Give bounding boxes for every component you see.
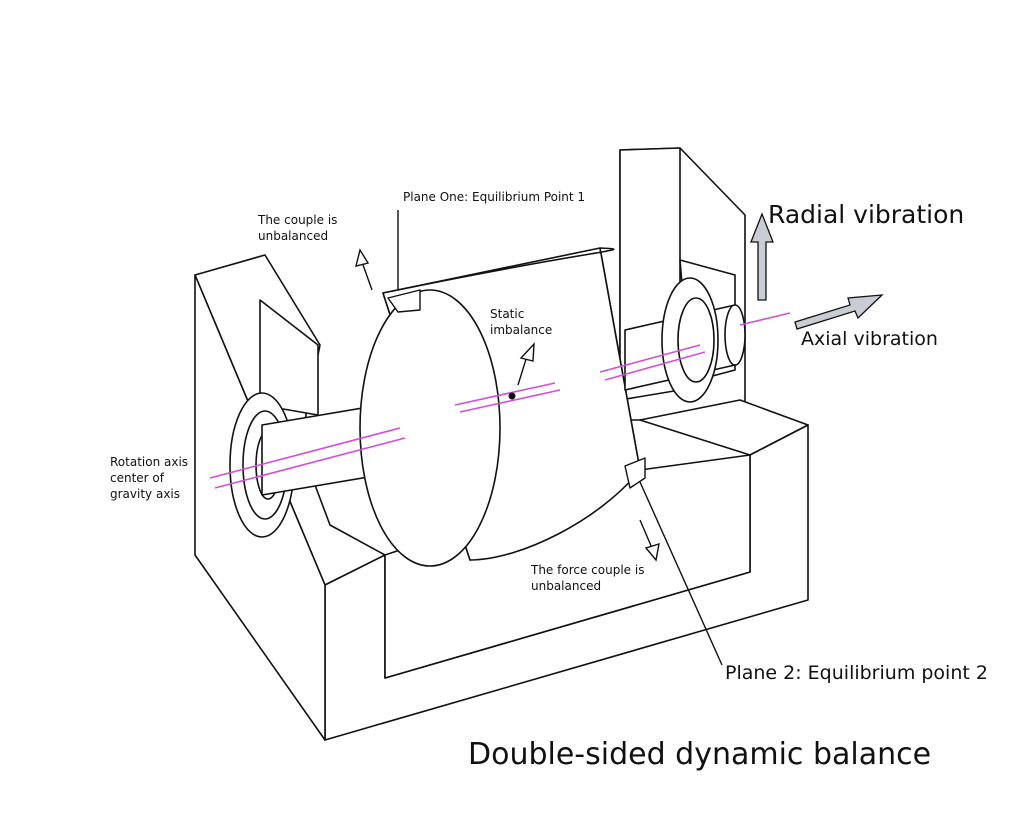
right-bearing <box>661 277 719 403</box>
plane-one-label: Plane One: Equilibrium Point 1 <box>403 190 586 204</box>
couple-unbalanced-label: The couple is unbalanced <box>258 213 338 244</box>
leader-lines <box>397 210 723 666</box>
radial-vibration-arrow <box>750 212 774 301</box>
axial-vibration-arrow <box>794 294 884 330</box>
static-imbalance-point <box>508 392 516 400</box>
force-couple-unbalanced-label: The force couple is unbalanced <box>531 563 645 594</box>
axial-vibration-label: Axial vibration <box>801 328 938 350</box>
rotor-drum <box>359 247 646 567</box>
plane-two-label: Plane 2: Equilibrium point 2 <box>725 662 988 684</box>
rotation-axis-lines <box>209 312 791 489</box>
diagram-caption: Double-sided dynamic balance <box>468 737 932 772</box>
radial-vibration-label: Radial vibration <box>768 200 965 229</box>
rotation-axis-label: Rotation axis center of gravity axis <box>110 455 189 502</box>
static-imbalance-label: Static imbalance <box>490 307 553 338</box>
imbalance-arrows <box>355 248 660 562</box>
